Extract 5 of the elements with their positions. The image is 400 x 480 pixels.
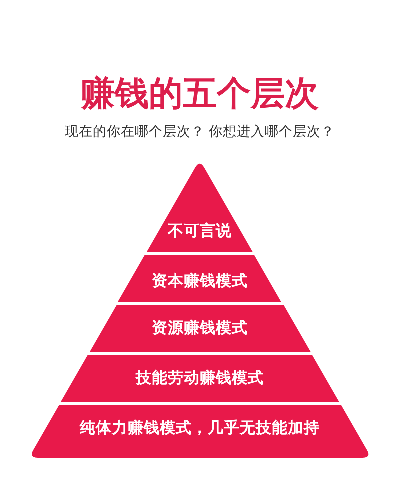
title: 赚钱的五个层次 — [80, 73, 320, 116]
pyramid-tier: 资本赚钱模式 — [118, 255, 282, 302]
subtitle: 现在的你在哪个层次？ 你想进入哪个层次？ — [64, 123, 336, 142]
pyramid-tier: 资源赚钱模式 — [90, 305, 310, 352]
pyramid-tier: 技能劳动赚钱模式 — [60, 355, 340, 402]
